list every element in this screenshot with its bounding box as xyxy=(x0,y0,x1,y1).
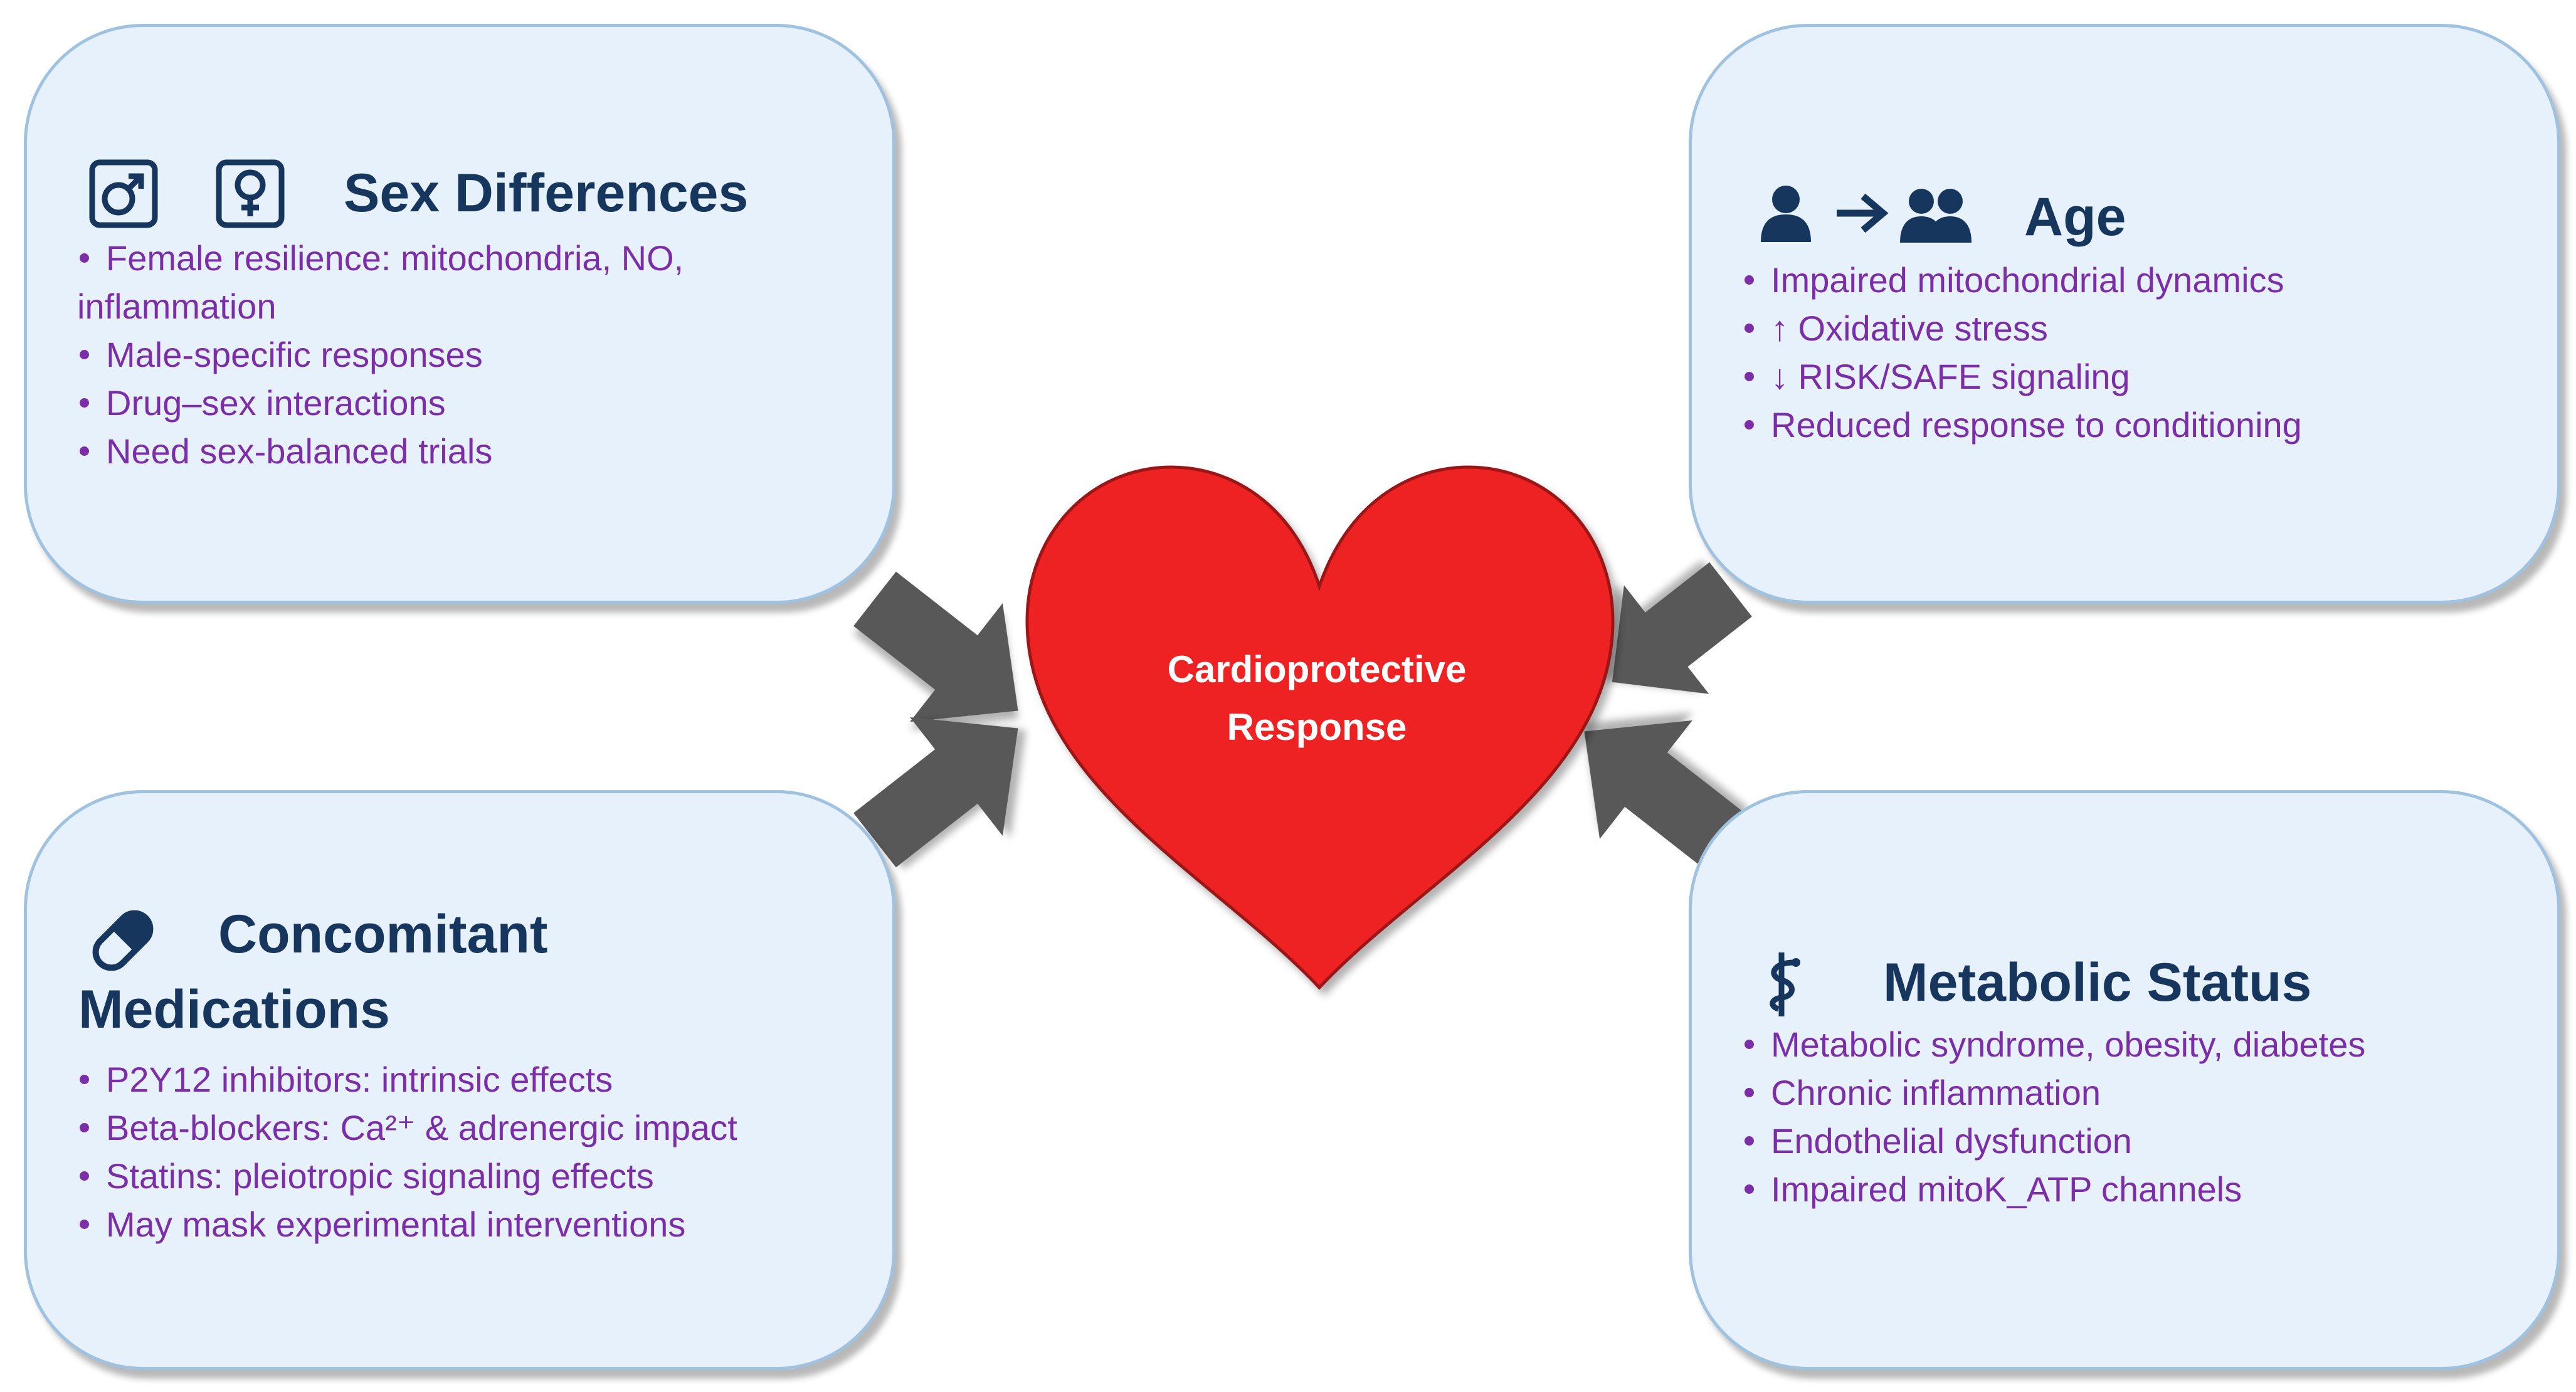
list-item: ↓ RISK/SAFE signaling xyxy=(1742,352,2482,401)
pill-capsule-icon xyxy=(92,910,154,971)
female-symbol-icon xyxy=(216,159,285,228)
medications-list: P2Y12 inhibitors: intrinsic effects Beta… xyxy=(77,1055,830,1248)
arrow-bottom-left xyxy=(853,717,1018,868)
list-item: Beta-blockers: Ca²⁺ & adrenergic impact xyxy=(77,1104,830,1152)
list-item: Female resilience: mitochondria, NO, inf… xyxy=(77,234,817,330)
age-list: Impaired mitochondrial dynamics ↑ Oxidat… xyxy=(1742,256,2482,449)
arrow-top-right xyxy=(1612,562,1752,694)
concomitant-medications-card: Concomitant Medications P2Y12 inhibitors… xyxy=(24,790,895,1370)
arrow-right-icon xyxy=(1837,193,1889,233)
sex-differences-list: Female resilience: mitochondria, NO, inf… xyxy=(77,234,817,475)
list-item: P2Y12 inhibitors: intrinsic effects xyxy=(77,1055,830,1104)
list-item: Need sex-balanced trials xyxy=(77,427,817,475)
list-item: Reduced response to conditioning xyxy=(1742,401,2482,449)
metabolic-status-list: Metabolic syndrome, obesity, diabetes Ch… xyxy=(1742,1020,2494,1213)
caduceus-icon xyxy=(1770,952,1800,1016)
list-item: Metabolic syndrome, obesity, diabetes xyxy=(1742,1020,2494,1068)
metabolic-status-card: Metabolic Status Metabolic syndrome, obe… xyxy=(1689,790,2560,1370)
age-title: Age xyxy=(2024,187,2126,247)
list-item: Chronic inflammation xyxy=(1742,1068,2494,1117)
sex-differences-title: Sex Differences xyxy=(344,163,749,223)
list-item: Male-specific responses xyxy=(77,330,817,379)
medications-title-line1: Concomitant xyxy=(218,904,548,964)
list-item: May mask experimental interventions xyxy=(77,1200,830,1248)
medications-title-line2: Medications xyxy=(78,979,390,1040)
list-item: ↑ Oxidative stress xyxy=(1742,304,2482,352)
sex-differences-card: Sex Differences Female resilience: mitoc… xyxy=(24,24,895,604)
person-icon xyxy=(1761,186,1811,242)
arrow-bottom-right xyxy=(1584,720,1749,871)
age-card: Age Impaired mitochondrial dynamics ↑ Ox… xyxy=(1689,24,2560,604)
list-item: Drug–sex interactions xyxy=(77,379,817,427)
list-item: Statins: pleiotropic signaling effects xyxy=(77,1152,830,1200)
heart-label-line1: Cardioprotective xyxy=(1168,648,1467,690)
metabolic-status-title: Metabolic Status xyxy=(1883,952,2312,1013)
heart-label-line2: Response xyxy=(1227,706,1407,748)
list-item: Impaired mitochondrial dynamics xyxy=(1742,256,2482,304)
list-item: Impaired mitoK_ATP channels xyxy=(1742,1165,2494,1213)
heart-shape xyxy=(1025,465,1615,990)
male-symbol-icon xyxy=(89,159,158,228)
arrow-top-left xyxy=(853,571,1018,722)
people-group-icon xyxy=(1900,189,1972,243)
list-item: Endothelial dysfunction xyxy=(1742,1117,2494,1165)
